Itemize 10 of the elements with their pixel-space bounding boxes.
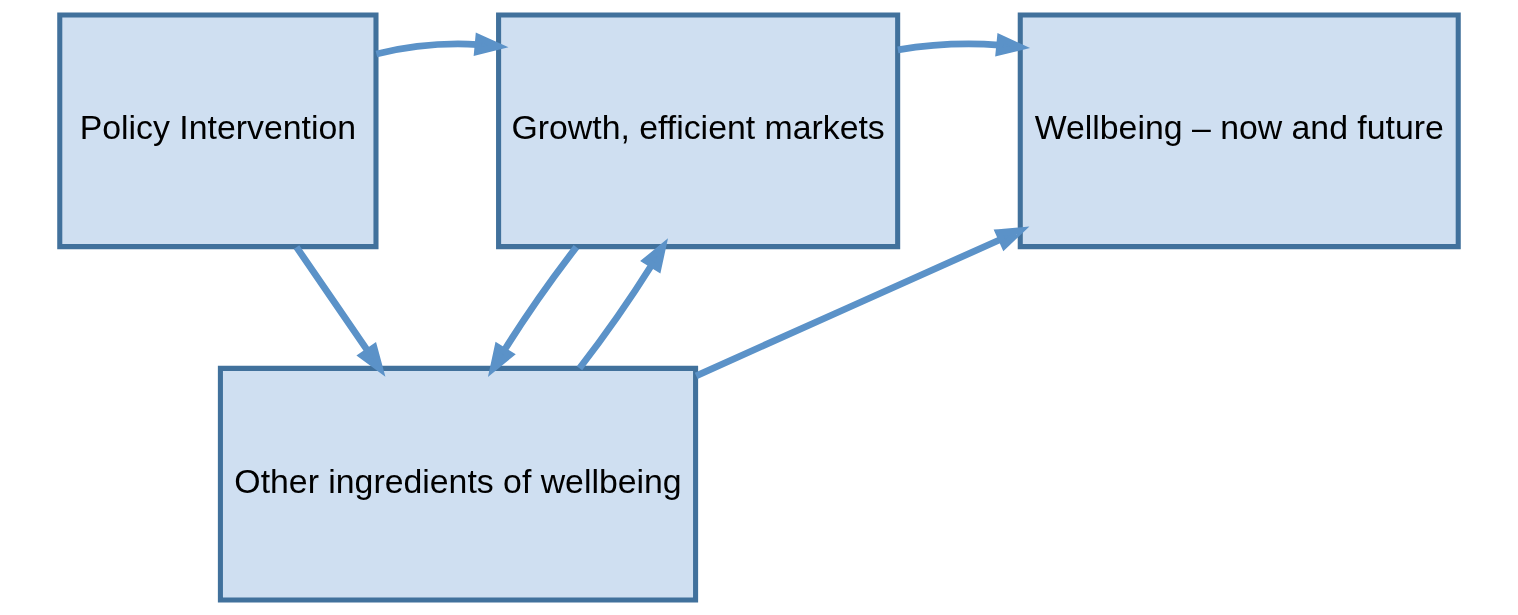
node-box: Policy Intervention [57,12,379,250]
arrow [694,226,1030,379]
arrow [375,32,509,58]
node-box: Growth, efficient markets [496,12,901,250]
arrow [897,32,1031,57]
node-box: Wellbeing – now and future [1017,12,1461,250]
arrow [576,238,668,371]
arrow [487,245,580,377]
node-box: Other ingredients of wellbeing [217,365,699,603]
arrow [293,245,386,377]
